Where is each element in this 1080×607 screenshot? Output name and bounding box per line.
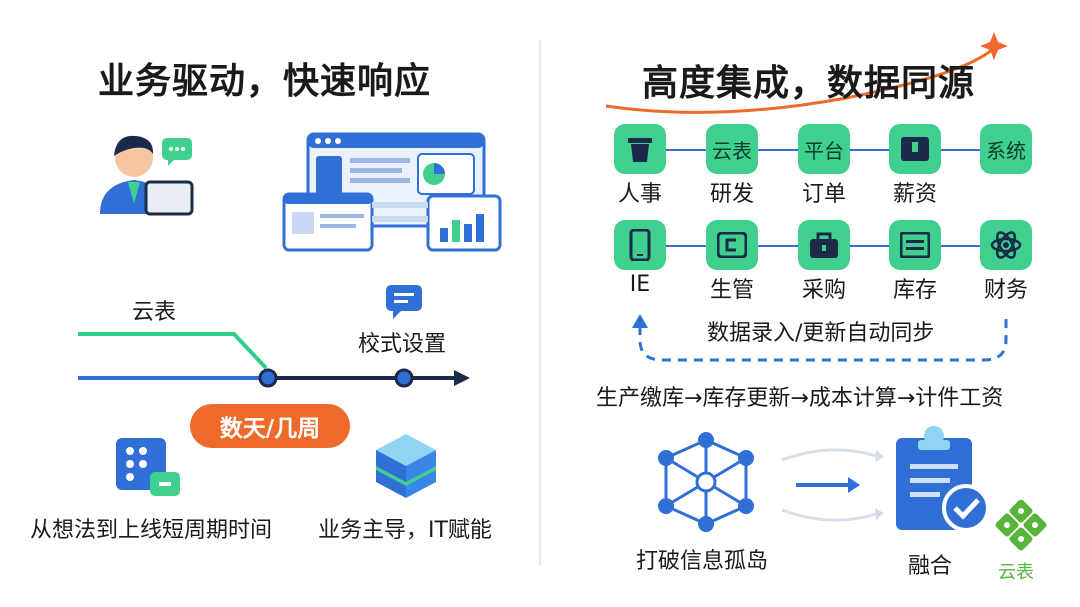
atom-icon xyxy=(990,231,1022,259)
feature-label-short-cycle: 从想法到上线短周期时间 xyxy=(30,518,273,543)
brand-logo-text: 云表 xyxy=(998,562,1034,583)
panel-divider xyxy=(539,40,541,565)
duration-badge: 数天/几周 xyxy=(190,404,350,448)
caption-finance: 财务 xyxy=(983,278,1028,303)
person-laptop-icon xyxy=(100,135,194,216)
layers-icon xyxy=(376,434,436,498)
node-system-text: 系统 xyxy=(986,138,1026,163)
flow-label: 生产缴库→库存更新→成本计算→计件工资 xyxy=(596,386,1004,411)
sync-loop-arrow xyxy=(632,314,1008,362)
node-finance xyxy=(980,220,1032,270)
sync-label: 数据录入/更新自动同步 xyxy=(707,321,935,346)
merge-arrows-icon xyxy=(781,448,884,522)
caption-order: 订单 xyxy=(801,182,846,207)
node-rd: 云表 xyxy=(706,124,758,174)
ticket-icon xyxy=(717,232,747,258)
node-hr xyxy=(614,124,666,174)
timeline-milestone-label: 校式设置 xyxy=(358,332,447,357)
node-purchase xyxy=(798,220,850,270)
caption-hr: 人事 xyxy=(617,182,662,207)
clipboard-check-icon xyxy=(896,426,990,532)
brand-logo-icon xyxy=(995,500,1047,551)
caption-payroll: 薪资 xyxy=(892,182,937,207)
dashboard-icon xyxy=(282,132,502,252)
node-production xyxy=(706,220,758,270)
node-rd-text: 云表 xyxy=(712,138,752,163)
trash-bin-icon xyxy=(628,138,652,162)
caption-inventory: 库存 xyxy=(892,278,937,303)
chat-bubble-icon xyxy=(386,285,422,319)
merge-label: 融合 xyxy=(908,554,953,579)
node-order: 平台 xyxy=(798,124,850,174)
timeline-chart xyxy=(78,332,470,388)
caption-production: 生管 xyxy=(709,278,754,303)
node-order-text: 平台 xyxy=(804,138,844,163)
folder-icon xyxy=(901,137,929,161)
node-payroll xyxy=(889,124,941,174)
bag-icon xyxy=(810,232,838,258)
right-title: 高度集成，数据同源 xyxy=(642,63,976,104)
feature-label-business-led: 业务主导，IT赋能 xyxy=(318,518,492,543)
node-system: 系统 xyxy=(980,124,1032,174)
break-silos-label: 打破信息孤岛 xyxy=(636,549,769,574)
app-blocks-icon xyxy=(116,438,180,496)
title-swoosh-icon xyxy=(605,32,1008,114)
network-icon xyxy=(658,432,754,532)
left-title: 业务驱动，快速响应 xyxy=(98,61,432,102)
phone-icon xyxy=(629,229,651,261)
node-ie xyxy=(614,220,666,270)
caption-ie: IE xyxy=(629,272,651,297)
caption-rd: 研发 xyxy=(709,182,754,207)
timeline-start-label: 云表 xyxy=(132,300,177,325)
node-inventory xyxy=(889,220,941,270)
warehouse-icon xyxy=(900,232,930,258)
caption-purchase: 采购 xyxy=(801,278,846,303)
